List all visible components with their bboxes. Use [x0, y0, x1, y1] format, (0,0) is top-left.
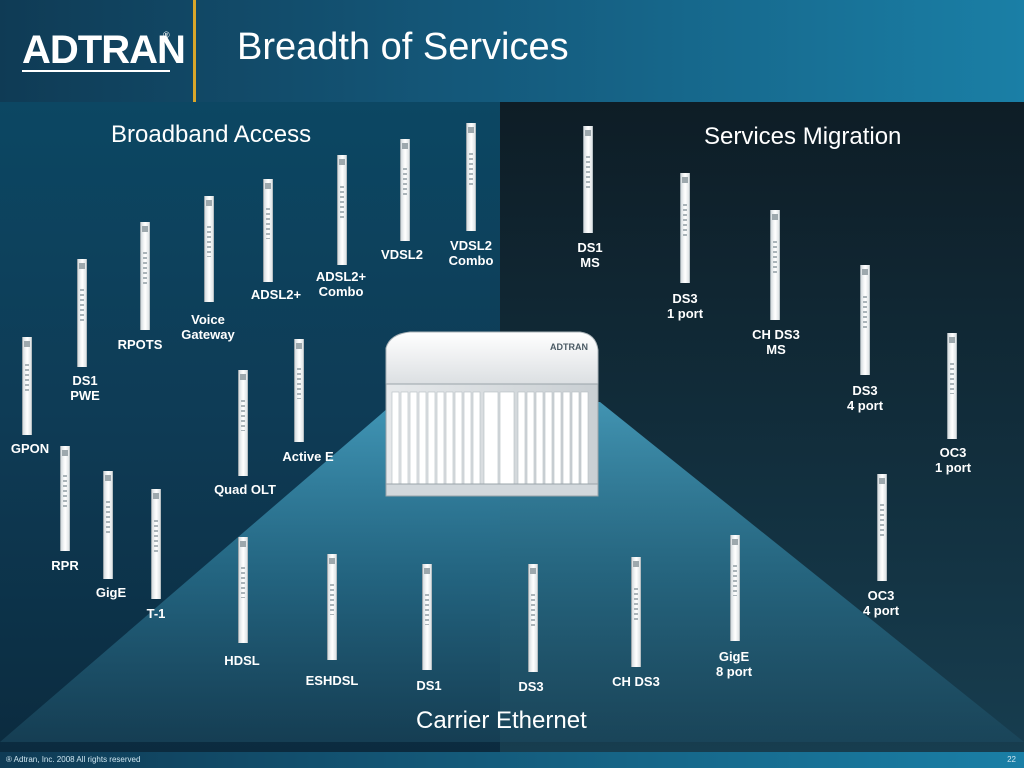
- light-beam: [0, 402, 1024, 742]
- title-divider: [193, 0, 196, 102]
- logo-underline: [22, 70, 170, 72]
- rpr-card: [60, 446, 70, 551]
- label-gpon: GPON: [10, 441, 50, 456]
- eshdsl-card: [327, 554, 337, 660]
- label-adsl2plus-combo: ADSL2+Combo: [315, 269, 367, 299]
- hdsl-card: [238, 537, 248, 643]
- ds1-pwe-card: [77, 259, 87, 367]
- ch-ds3-card: [631, 557, 641, 667]
- ds1-card: [422, 564, 432, 670]
- label-quad-olt: Quad OLT: [214, 482, 276, 497]
- voice-gateway-card: [204, 196, 214, 302]
- oc3-1port-card: [947, 333, 957, 439]
- vdsl2-combo-card: [466, 123, 476, 231]
- t1-card: [151, 489, 161, 599]
- vdsl2-card: [400, 139, 410, 241]
- ds3-card: [528, 564, 538, 672]
- ds1-ms-card: [583, 126, 593, 233]
- label-eshdsl: ESHDSL: [305, 673, 359, 688]
- label-gige: GigE: [95, 585, 127, 600]
- gige-8port-card: [730, 535, 740, 641]
- adtran-chassis-image: ADTRAN: [385, 331, 599, 497]
- label-vdsl2: VDSL2: [381, 247, 423, 262]
- rpots-card: [140, 222, 150, 330]
- chassis-logo: ADTRAN: [550, 342, 588, 352]
- footer-copyright: ® Adtran, Inc. 2008 All rights reserved: [6, 755, 141, 764]
- label-hdsl: HDSL: [224, 653, 260, 668]
- carrier-ethernet-heading: Carrier Ethernet: [416, 707, 587, 734]
- header-bar: ADTRAN ® Breadth of Services: [0, 0, 1024, 102]
- label-active-e: Active E: [282, 449, 334, 464]
- footer-bar: ® Adtran, Inc. 2008 All rights reserved …: [0, 752, 1024, 768]
- gpon-card: [22, 337, 32, 435]
- ds3-1port-card: [680, 173, 690, 283]
- broadband-access-heading: Broadband Access: [111, 121, 312, 148]
- adsl2plus-combo-card: [337, 155, 347, 265]
- label-t1: T-1: [146, 606, 166, 621]
- adsl2plus-card: [263, 179, 273, 282]
- label-adsl2plus: ADSL2+: [250, 287, 302, 302]
- gige-card: [103, 471, 113, 579]
- ds3-4port-card: [860, 265, 870, 375]
- label-rpr: RPR: [51, 558, 79, 573]
- label-rpots: RPOTS: [117, 337, 163, 352]
- label-ds3: DS3: [518, 679, 544, 694]
- services-migration-heading: Services Migration: [704, 123, 902, 150]
- active-e-card: [294, 339, 304, 442]
- page-title: Breadth of Services: [237, 26, 569, 68]
- ch-ds3-ms-card: [770, 210, 780, 320]
- label-ds1: DS1: [416, 678, 442, 693]
- logo-wordmark: ADTRAN: [22, 28, 186, 72]
- registered-mark: ®: [163, 30, 170, 40]
- oc3-4port-card: [877, 474, 887, 581]
- quad-olt-card: [238, 370, 248, 476]
- adtran-logo: ADTRAN: [22, 30, 186, 74]
- page-number: 22: [1007, 755, 1016, 764]
- label-ch-ds3: CH DS3: [612, 674, 660, 689]
